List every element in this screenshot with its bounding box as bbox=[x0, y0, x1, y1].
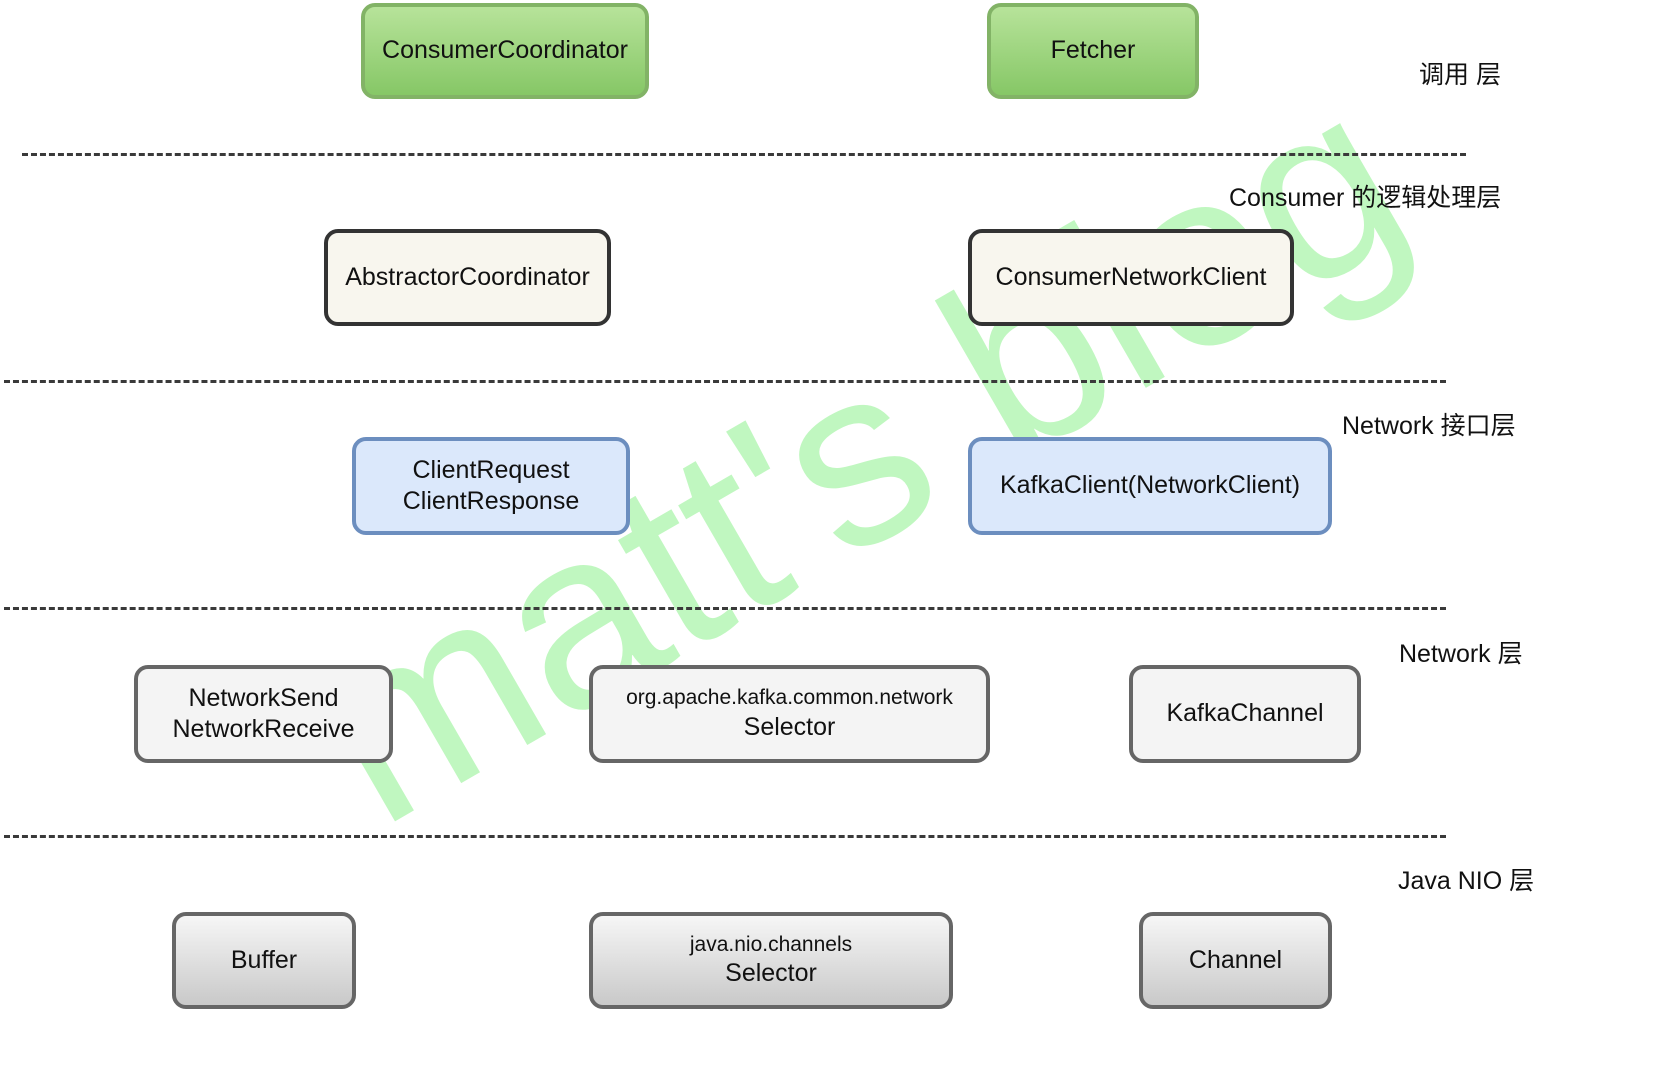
layer-label-consumer-logic: Consumer 的逻辑处理层 bbox=[1229, 184, 1502, 212]
client-request-response-box: ClientRequest ClientResponse bbox=[352, 437, 630, 535]
channel-box: Channel bbox=[1139, 912, 1332, 1009]
kafka-client-box: KafkaClient(NetworkClient) bbox=[968, 437, 1332, 535]
buffer-label: Buffer bbox=[230, 945, 298, 974]
abstractor-coordinator-label: AbstractorCoordinator bbox=[345, 262, 590, 291]
nio-selector-class-label: Selector bbox=[725, 959, 817, 987]
layer-label-network: Network 层 bbox=[1399, 640, 1523, 668]
layer-label-network-interface: Network 接口层 bbox=[1342, 412, 1516, 440]
consumer-coordinator-label: ConsumerCoordinator bbox=[382, 36, 628, 65]
abstractor-coordinator-box: AbstractorCoordinator bbox=[324, 229, 611, 326]
kafka-channel-box: KafkaChannel bbox=[1129, 665, 1361, 763]
network-send-receive-box: NetworkSend NetworkReceive bbox=[134, 665, 393, 763]
channel-label: Channel bbox=[1188, 945, 1283, 974]
nio-selector-package-label: java.nio.channels bbox=[689, 932, 853, 956]
client-response-label: ClientResponse bbox=[402, 487, 580, 515]
consumer-coordinator-box: ConsumerCoordinator bbox=[361, 3, 649, 99]
client-request-label: ClientRequest bbox=[412, 455, 570, 484]
kafka-selector-package-label: org.apache.kafka.common.network bbox=[626, 686, 953, 710]
layer-separator-4 bbox=[4, 835, 1446, 838]
consumer-network-client-box: ConsumerNetworkClient bbox=[968, 229, 1294, 326]
layer-separator-1 bbox=[22, 153, 1466, 156]
kafka-selector-box: org.apache.kafka.common.network Selector bbox=[589, 665, 990, 763]
fetcher-box: Fetcher bbox=[987, 3, 1199, 99]
fetcher-label: Fetcher bbox=[1050, 36, 1136, 65]
nio-selector-box: java.nio.channels Selector bbox=[589, 912, 953, 1009]
consumer-network-client-label: ConsumerNetworkClient bbox=[995, 262, 1267, 291]
kafka-selector-class-label: Selector bbox=[743, 712, 836, 741]
network-send-label: NetworkSend bbox=[188, 683, 339, 712]
kafka-channel-label: KafkaChannel bbox=[1166, 699, 1324, 728]
layered-architecture-diagram: matt's blog 调用 层 Consumer 的逻辑处理层 Network… bbox=[4, 3, 1535, 1009]
layer-separator-2 bbox=[4, 380, 1446, 383]
kafka-client-label: KafkaClient(NetworkClient) bbox=[999, 471, 1301, 500]
buffer-box: Buffer bbox=[172, 912, 356, 1009]
layer-label-java-nio: Java NIO 层 bbox=[1398, 867, 1535, 895]
layer-separator-3 bbox=[4, 607, 1446, 610]
network-receive-label: NetworkReceive bbox=[172, 715, 355, 743]
layer-label-invocation: 调用 层 bbox=[1419, 61, 1501, 89]
